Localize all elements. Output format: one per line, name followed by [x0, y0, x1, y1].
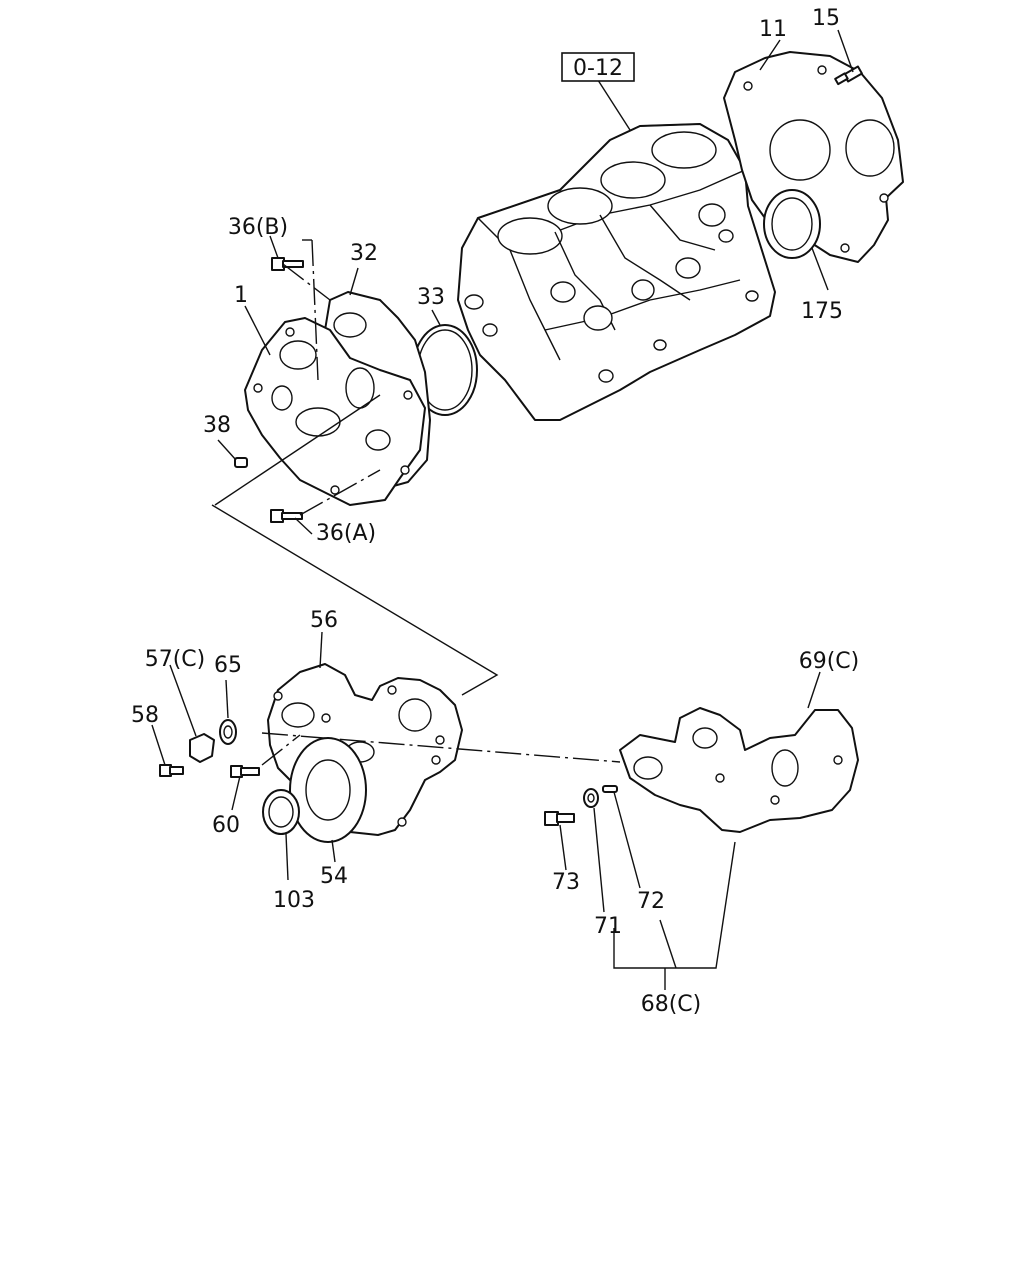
- oil-seal-103: [262, 789, 300, 835]
- bolt-36a: [270, 509, 303, 523]
- front-plate-1: [244, 317, 426, 506]
- label-60: 60: [212, 813, 240, 838]
- label-36a: 36(A): [316, 521, 376, 546]
- label-57c: 57(C): [145, 647, 206, 672]
- bolt-58: [159, 764, 184, 777]
- label-54: 54: [320, 864, 348, 889]
- bolt-15: [834, 65, 863, 86]
- label-73: 73: [552, 870, 580, 895]
- rear-oil-seal: [763, 189, 821, 259]
- gasket-65: [219, 719, 237, 745]
- label-1: 1: [234, 283, 248, 308]
- label-72: 72: [637, 889, 665, 914]
- label-11: 11: [759, 17, 787, 42]
- label-58: 58: [131, 703, 159, 728]
- label-33: 33: [417, 285, 445, 310]
- bolt-73: [544, 811, 575, 826]
- leader-lines: [151, 29, 854, 990]
- label-103: 103: [273, 888, 315, 913]
- dowel-pin-38: [234, 457, 248, 468]
- label-56: 56: [310, 608, 338, 633]
- cap-57c: [189, 733, 215, 763]
- block-reference-box: [561, 52, 635, 82]
- label-32: 32: [350, 241, 378, 266]
- label-175: 175: [801, 299, 843, 324]
- front-cover-69c: [619, 707, 859, 833]
- washer-71: [583, 788, 599, 808]
- label-15: 15: [812, 6, 840, 31]
- label-69c: 69(C): [799, 649, 860, 674]
- gasket-54: [289, 737, 367, 843]
- label-36b: 36(B): [228, 215, 288, 240]
- cylinder-block: [457, 123, 776, 421]
- label-0-12: 0-12: [573, 56, 623, 81]
- label-38: 38: [203, 413, 231, 438]
- label-65: 65: [214, 653, 242, 678]
- pin-72: [602, 785, 618, 793]
- label-68c: 68(C): [641, 992, 702, 1017]
- bolt-60: [230, 765, 260, 778]
- label-71: 71: [594, 914, 622, 939]
